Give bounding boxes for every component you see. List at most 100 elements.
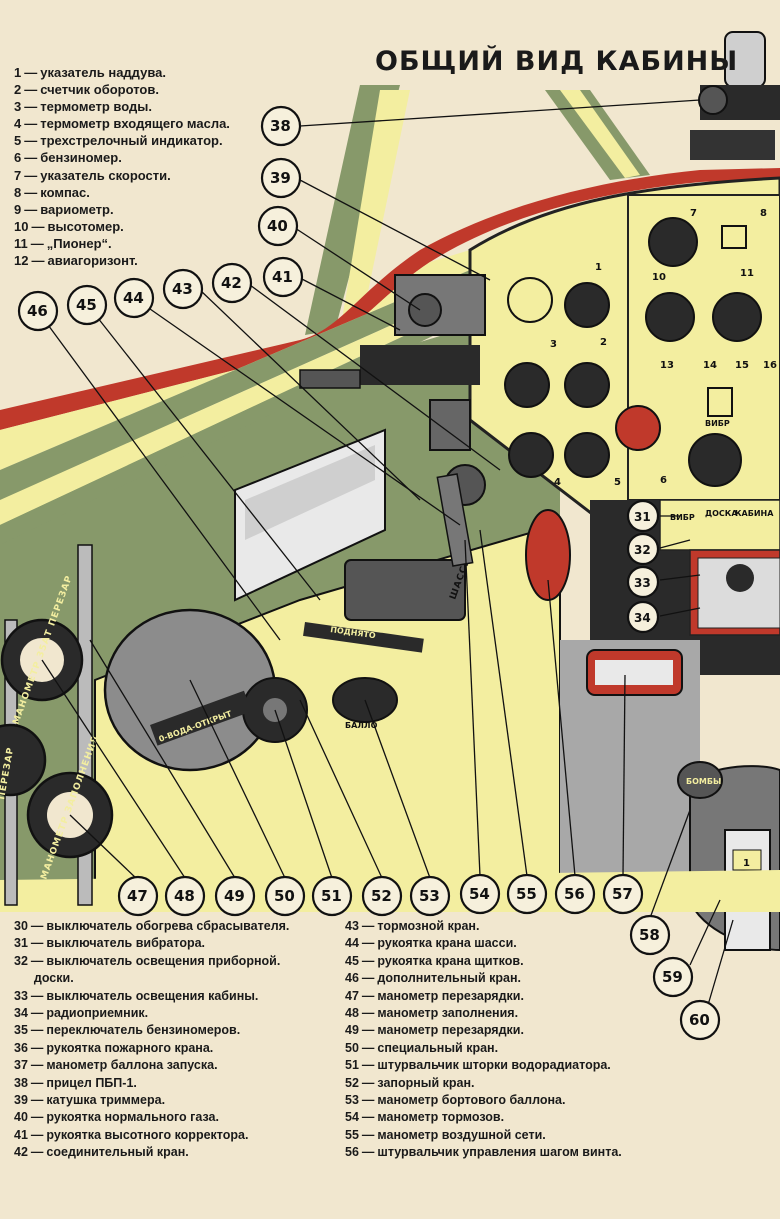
svg-text:44: 44 (123, 289, 144, 307)
svg-text:42: 42 (221, 274, 242, 292)
legend-item-number: 47 (345, 988, 359, 1003)
legend-item-text: бензиномер. (40, 150, 122, 166)
callout-38: 38 (260, 105, 302, 147)
callout-49: 49 (214, 875, 256, 917)
legend-item-text: выключатель вибратора. (46, 936, 206, 951)
legend-item: 10—высотомер. (14, 218, 124, 234)
callout-59: 59 (652, 956, 694, 998)
legend-item-text: тормозной кран. (377, 919, 480, 933)
legend-item: 2—счетчик оборотов. (14, 82, 159, 98)
callout-58: 58 (629, 914, 671, 956)
legend-item-number: 31 (14, 936, 28, 951)
svg-text:51: 51 (321, 887, 342, 905)
callout-45: 45 (66, 284, 108, 326)
callout-50: 50 (264, 875, 306, 917)
legend-item-text: „Пионер“. (46, 235, 112, 251)
legend-item-number: 30 (14, 919, 28, 933)
legend-item-text: дополнительный кран. (377, 971, 521, 986)
legend-item: 34—радиоприемник. (14, 1006, 149, 1021)
legend-item-text: радиоприемник. (46, 1006, 149, 1021)
svg-text:4: 4 (554, 477, 561, 488)
legend-item-number: 55 (345, 1127, 359, 1142)
legend-item-number: 37 (14, 1058, 28, 1073)
legend-item-text: переключатель бензиномеров. (46, 1023, 241, 1038)
legend-item: 1—указатель наддува. (14, 65, 166, 80)
legend-item: 42—соединительный кран. (14, 1145, 189, 1160)
legend-item: 46—дополнительный кран. (345, 971, 521, 986)
gauges (504, 217, 762, 487)
legend-item: 4—термометр входящего масла. (14, 116, 230, 132)
bomby-label: БОМБЫ (686, 777, 721, 786)
legend-item: 11—„Пионер“. (14, 235, 112, 251)
svg-text:5: 5 (614, 477, 621, 488)
legend-item-number: 50 (345, 1040, 359, 1055)
legend-item-text: манометр заполнения. (377, 1006, 519, 1021)
callout-40: 40 (257, 205, 299, 247)
kabina-label: КАБИНА (735, 509, 774, 518)
vibr-label-2: ВИБР (670, 513, 695, 522)
callout-43: 43 (162, 268, 204, 310)
callout-48: 48 (164, 875, 206, 917)
callout-34: 34 (626, 600, 660, 634)
svg-text:45: 45 (76, 296, 97, 314)
legend-item-text: выключатель обогрева сбрасывателя. (46, 919, 290, 933)
legend-item-text: рукоятка нормального газа. (46, 1110, 219, 1125)
callout-44: 44 (113, 277, 155, 319)
legend-item-number: 35 (14, 1023, 28, 1038)
legend-item-text: трехстрелочный индикатор. (40, 133, 223, 149)
legend-item-text: запорный кран. (377, 1075, 475, 1090)
legend-item-text: рукоятка крана щитков. (377, 953, 524, 968)
legend-item-text: манометр перезарядки. (377, 1023, 524, 1038)
svg-text:55: 55 (516, 885, 537, 903)
legend-item-number: 41 (14, 1127, 28, 1142)
legend-item-text: специальный кран. (377, 1040, 499, 1055)
legend-item-number: 32 (14, 953, 28, 968)
callout-39: 39 (260, 157, 302, 199)
svg-text:60: 60 (689, 1011, 710, 1029)
callout-57: 57 (602, 873, 644, 915)
callout-33: 33 (626, 565, 660, 599)
callout-56: 56 (554, 873, 596, 915)
svg-text:10: 10 (652, 272, 666, 283)
legend-item: 49—манометр перезарядки. (345, 1023, 524, 1038)
legend-item: 50—специальный кран. (345, 1040, 499, 1055)
legend-item-number: 45 (345, 953, 359, 968)
legend-item: 52—запорный кран. (345, 1075, 475, 1090)
legend-item: 37—манометр баллона запуска. (14, 1058, 218, 1073)
svg-text:53: 53 (419, 887, 440, 905)
legend-item: 12—авиагоризонт. (14, 253, 138, 269)
legend-item: 3—термометр воды. (14, 99, 152, 115)
legend-item-text: компас. (40, 184, 90, 200)
legend-item-text: счетчик оборотов. (40, 82, 159, 98)
legend-item: 43—тормозной кран. (345, 919, 480, 933)
legend-item-text: указатель наддува. (40, 65, 166, 80)
legend-item-text: авиагоризонт. (47, 253, 138, 269)
callout-47: 47 (117, 875, 159, 917)
svg-text:11: 11 (740, 268, 754, 279)
legend-item-number: 6 (14, 150, 22, 166)
legend-item: 38—прицел ПБП-1. (14, 1075, 137, 1090)
svg-text:49: 49 (224, 887, 245, 905)
legend-item: 45—рукоятка крана щитков. (345, 953, 524, 968)
callout-46: 46 (17, 290, 59, 332)
svg-text:41: 41 (272, 268, 293, 286)
svg-text:57: 57 (612, 885, 633, 903)
legend-item: 5—трехстрелочный индикатор. (14, 133, 223, 149)
legend-item-text: термометр воды. (40, 99, 152, 115)
svg-text:43: 43 (172, 280, 193, 298)
legend-item-text: рукоятка пожарного крана. (46, 1040, 214, 1055)
svg-text:31: 31 (634, 510, 651, 524)
svg-text:39: 39 (270, 169, 291, 187)
callout-54: 54 (459, 873, 501, 915)
legend-item-text: штурвальчик управления шагом винта. (377, 1145, 622, 1160)
legend-item-text: манометр баллона запуска. (46, 1058, 218, 1073)
legend-item-number: 2 (14, 82, 22, 98)
legend-bottom-right: 43—тормозной кран.44—рукоятка крана шасс… (345, 918, 622, 1162)
legend-instruments: 1—указатель наддува. 2—счетчик оборотов.3… (14, 64, 230, 269)
legend-item-number: 49 (345, 1023, 359, 1038)
legend-item-text: прицел ПБП-1. (46, 1075, 137, 1090)
legend-item: 31—выключатель вибратора. (14, 936, 206, 951)
legend-item: 48—манометр заполнения. (345, 1006, 519, 1021)
callout-60: 60 (679, 999, 721, 1041)
